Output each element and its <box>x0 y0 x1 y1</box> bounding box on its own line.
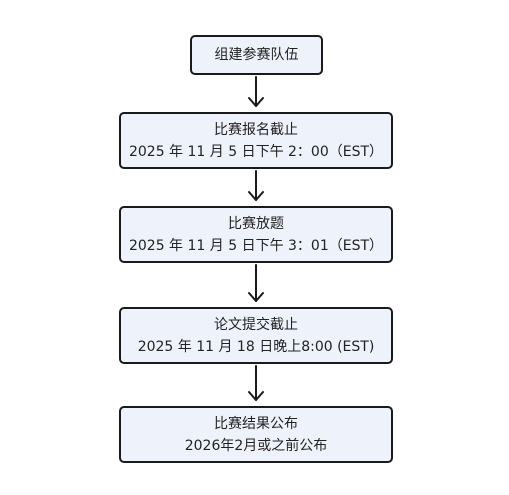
step-results-announcement-time: 2026年2月或之前公布 <box>184 437 328 454</box>
step-paper-submission-deadline-time: 2025 年 11 月 18 日晚上8:00 (EST) <box>137 338 375 355</box>
step-registration-deadline-time: 2025 年 11 月 5 日下午 2：00（EST） <box>128 143 384 160</box>
step-registration-deadline-title: 比赛报名截止 <box>214 121 298 138</box>
step-problem-release: 比赛放题 2025 年 11 月 5 日下午 3：01（EST） <box>119 206 393 263</box>
step-problem-release-time: 2025 年 11 月 5 日下午 3：01（EST） <box>128 237 384 254</box>
step-paper-submission-deadline: 论文提交截止 2025 年 11 月 18 日晚上8:00 (EST) <box>119 307 393 364</box>
arrow-step3-to-step4 <box>248 264 264 302</box>
step-problem-release-title: 比赛放题 <box>228 215 284 232</box>
arrow-step2-to-step3 <box>248 170 264 201</box>
step-results-announcement: 比赛结果公布 2026年2月或之前公布 <box>119 406 393 463</box>
step-registration-deadline: 比赛报名截止 2025 年 11 月 5 日下午 2：00（EST） <box>119 112 393 169</box>
arrow-step1-to-step2 <box>248 76 264 107</box>
step-form-team: 组建参赛队伍 <box>190 35 323 75</box>
step-results-announcement-title: 比赛结果公布 <box>214 415 298 432</box>
arrow-step4-to-step5 <box>248 365 264 401</box>
step-form-team-label: 组建参赛队伍 <box>214 47 299 63</box>
step-paper-submission-deadline-title: 论文提交截止 <box>214 316 298 333</box>
